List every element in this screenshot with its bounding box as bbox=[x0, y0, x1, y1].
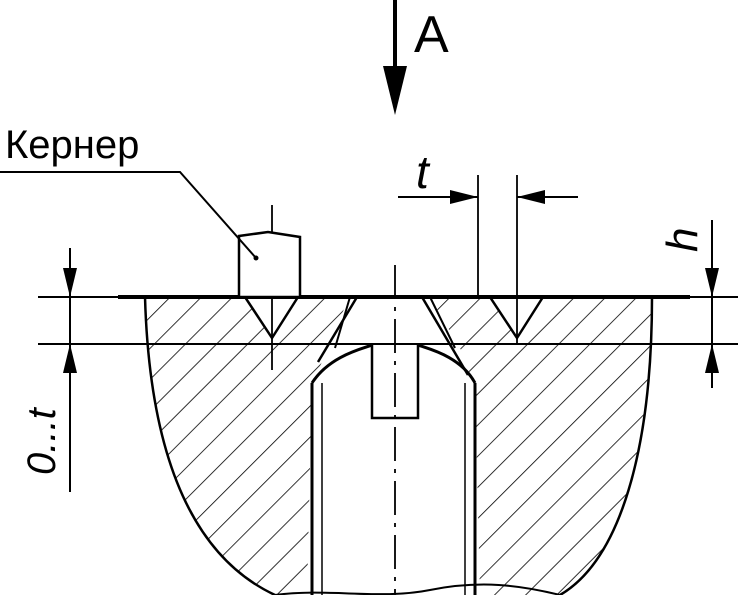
view-label: A bbox=[414, 6, 449, 64]
dim-range-arrow-bottom bbox=[63, 344, 77, 373]
tool-label: Кернер bbox=[5, 123, 139, 167]
dimension-range: 0...t bbox=[20, 248, 77, 492]
part-outline bbox=[38, 295, 738, 595]
part-section-left bbox=[145, 297, 357, 595]
punch-leader-line bbox=[0, 171, 257, 259]
part-left-contour bbox=[143, 296, 276, 595]
punch-body bbox=[237, 230, 302, 299]
center-left-cone bbox=[316, 296, 359, 363]
dim-h-arrow-top bbox=[705, 268, 719, 297]
dim-range-arrow-top bbox=[63, 268, 77, 297]
dimension-h: h bbox=[658, 220, 719, 388]
bore-chamfer-arc-right bbox=[417, 343, 477, 384]
pitch-label: t bbox=[416, 146, 431, 198]
part-section bbox=[145, 297, 652, 595]
punch-tool: Кернер bbox=[0, 123, 302, 299]
view-arrow-head bbox=[383, 66, 407, 115]
part-section-right bbox=[422, 297, 652, 595]
dim-h-arrow-bottom bbox=[705, 344, 719, 373]
bore-chamfer-arc bbox=[310, 343, 373, 384]
center-right-cone-inner bbox=[429, 296, 456, 349]
view-arrow: A bbox=[383, 0, 449, 115]
part-right-contour bbox=[559, 296, 654, 595]
range-label: 0...t bbox=[20, 406, 64, 475]
dim-t-arrow-right bbox=[517, 190, 545, 204]
center-left-cone-inner bbox=[334, 296, 351, 349]
dim-t-arrow-left bbox=[450, 190, 478, 204]
depth-label: h bbox=[658, 228, 707, 252]
center-right-cone bbox=[420, 296, 470, 376]
dimension-t: t bbox=[398, 146, 578, 204]
bore-hollow bbox=[312, 345, 475, 595]
